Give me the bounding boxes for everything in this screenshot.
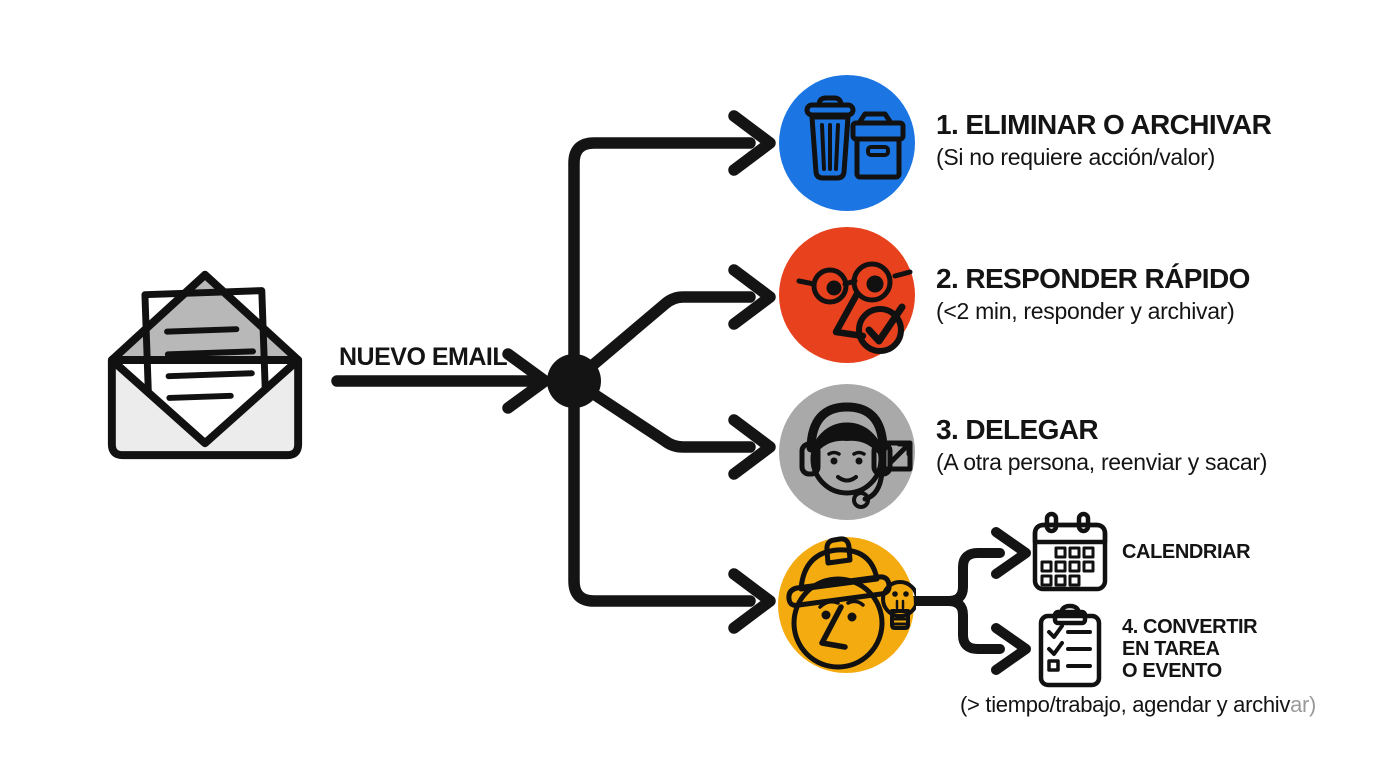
archive-box-icon <box>850 111 906 180</box>
fork-down-arrow-head <box>991 623 1031 675</box>
convertir-circle <box>778 536 916 673</box>
calendar-label: CALENDRIAR <box>1122 541 1251 563</box>
branch-2-subtitle: (<2 min, responder y archivar) <box>936 298 1235 324</box>
branch-4-line <box>568 375 756 607</box>
branch-4-subtitle-main: (> tiempo/trabajo, agendar y archiv <box>960 692 1291 717</box>
branch-4-subtitle: (> tiempo/trabajo, agendar y archivar) <box>960 692 1316 718</box>
trash-icon <box>804 95 856 181</box>
branch-3-arrow-head <box>728 414 776 480</box>
envelope-flap <box>107 270 303 364</box>
nuevo-email-label: NUEVO EMAIL <box>339 343 508 371</box>
fork-up-arrow-head <box>991 527 1031 579</box>
fork-down-line <box>943 596 1005 654</box>
branch-3-text: 3. DELEGAR (A otra persona, reenviar y s… <box>936 415 1267 476</box>
branch-1-subtitle: (Si no requiere acción/valor) <box>936 144 1215 170</box>
convertir-label-line-2: EN TAREA <box>1122 638 1220 660</box>
calendar-icon <box>1032 511 1108 592</box>
lightbulb-icon <box>881 580 916 630</box>
delegar-circle <box>779 384 915 520</box>
branch-1-text: 1. ELIMINAR O ARCHIVAR (Si no requiere a… <box>936 109 1272 171</box>
checklist-rows <box>1047 624 1092 672</box>
branch-1-arrow-head <box>728 110 776 176</box>
branch-1-title: 1. ELIMINAR O ARCHIVAR <box>936 109 1272 140</box>
glasses-face-icon <box>796 261 913 340</box>
forward-link-icon <box>881 440 913 472</box>
main-arrow-head <box>502 348 551 414</box>
branch-3-title: 3. DELEGAR <box>936 414 1099 445</box>
calendar-grid <box>1040 546 1095 587</box>
headset-person-icon <box>799 402 893 509</box>
branch-2-arrow-head <box>728 264 776 330</box>
branch-4-arrow-head <box>728 568 776 634</box>
envelope-front <box>107 356 303 460</box>
branch-2-line <box>568 291 756 387</box>
envelope-icon <box>107 270 303 460</box>
task-clipboard-icon <box>1038 603 1102 688</box>
branch-2-text: 2. RESPONDER RÁPIDO (<2 min, responder y… <box>936 264 1250 325</box>
branch-1-line <box>568 137 756 387</box>
eliminar-archivar-circle <box>779 75 915 211</box>
convertir-label-line-1: 4. CONVERTIR <box>1122 616 1258 638</box>
branch-2-title: 2. RESPONDER RÁPIDO <box>936 263 1250 294</box>
branch-4-subtitle-faded: ar) <box>1290 692 1317 717</box>
branch-3-subtitle: (A otra persona, reenviar y sacar) <box>936 449 1268 475</box>
convertir-label: 4. CONVERTIR EN TAREA O EVENTO <box>1122 616 1258 682</box>
convertir-label-line-3: O EVENTO <box>1122 660 1222 682</box>
branch-3-line <box>568 375 756 453</box>
responder-rapido-circle <box>779 227 915 363</box>
check-circle-icon <box>856 303 906 354</box>
branch-2-circle <box>779 227 915 363</box>
